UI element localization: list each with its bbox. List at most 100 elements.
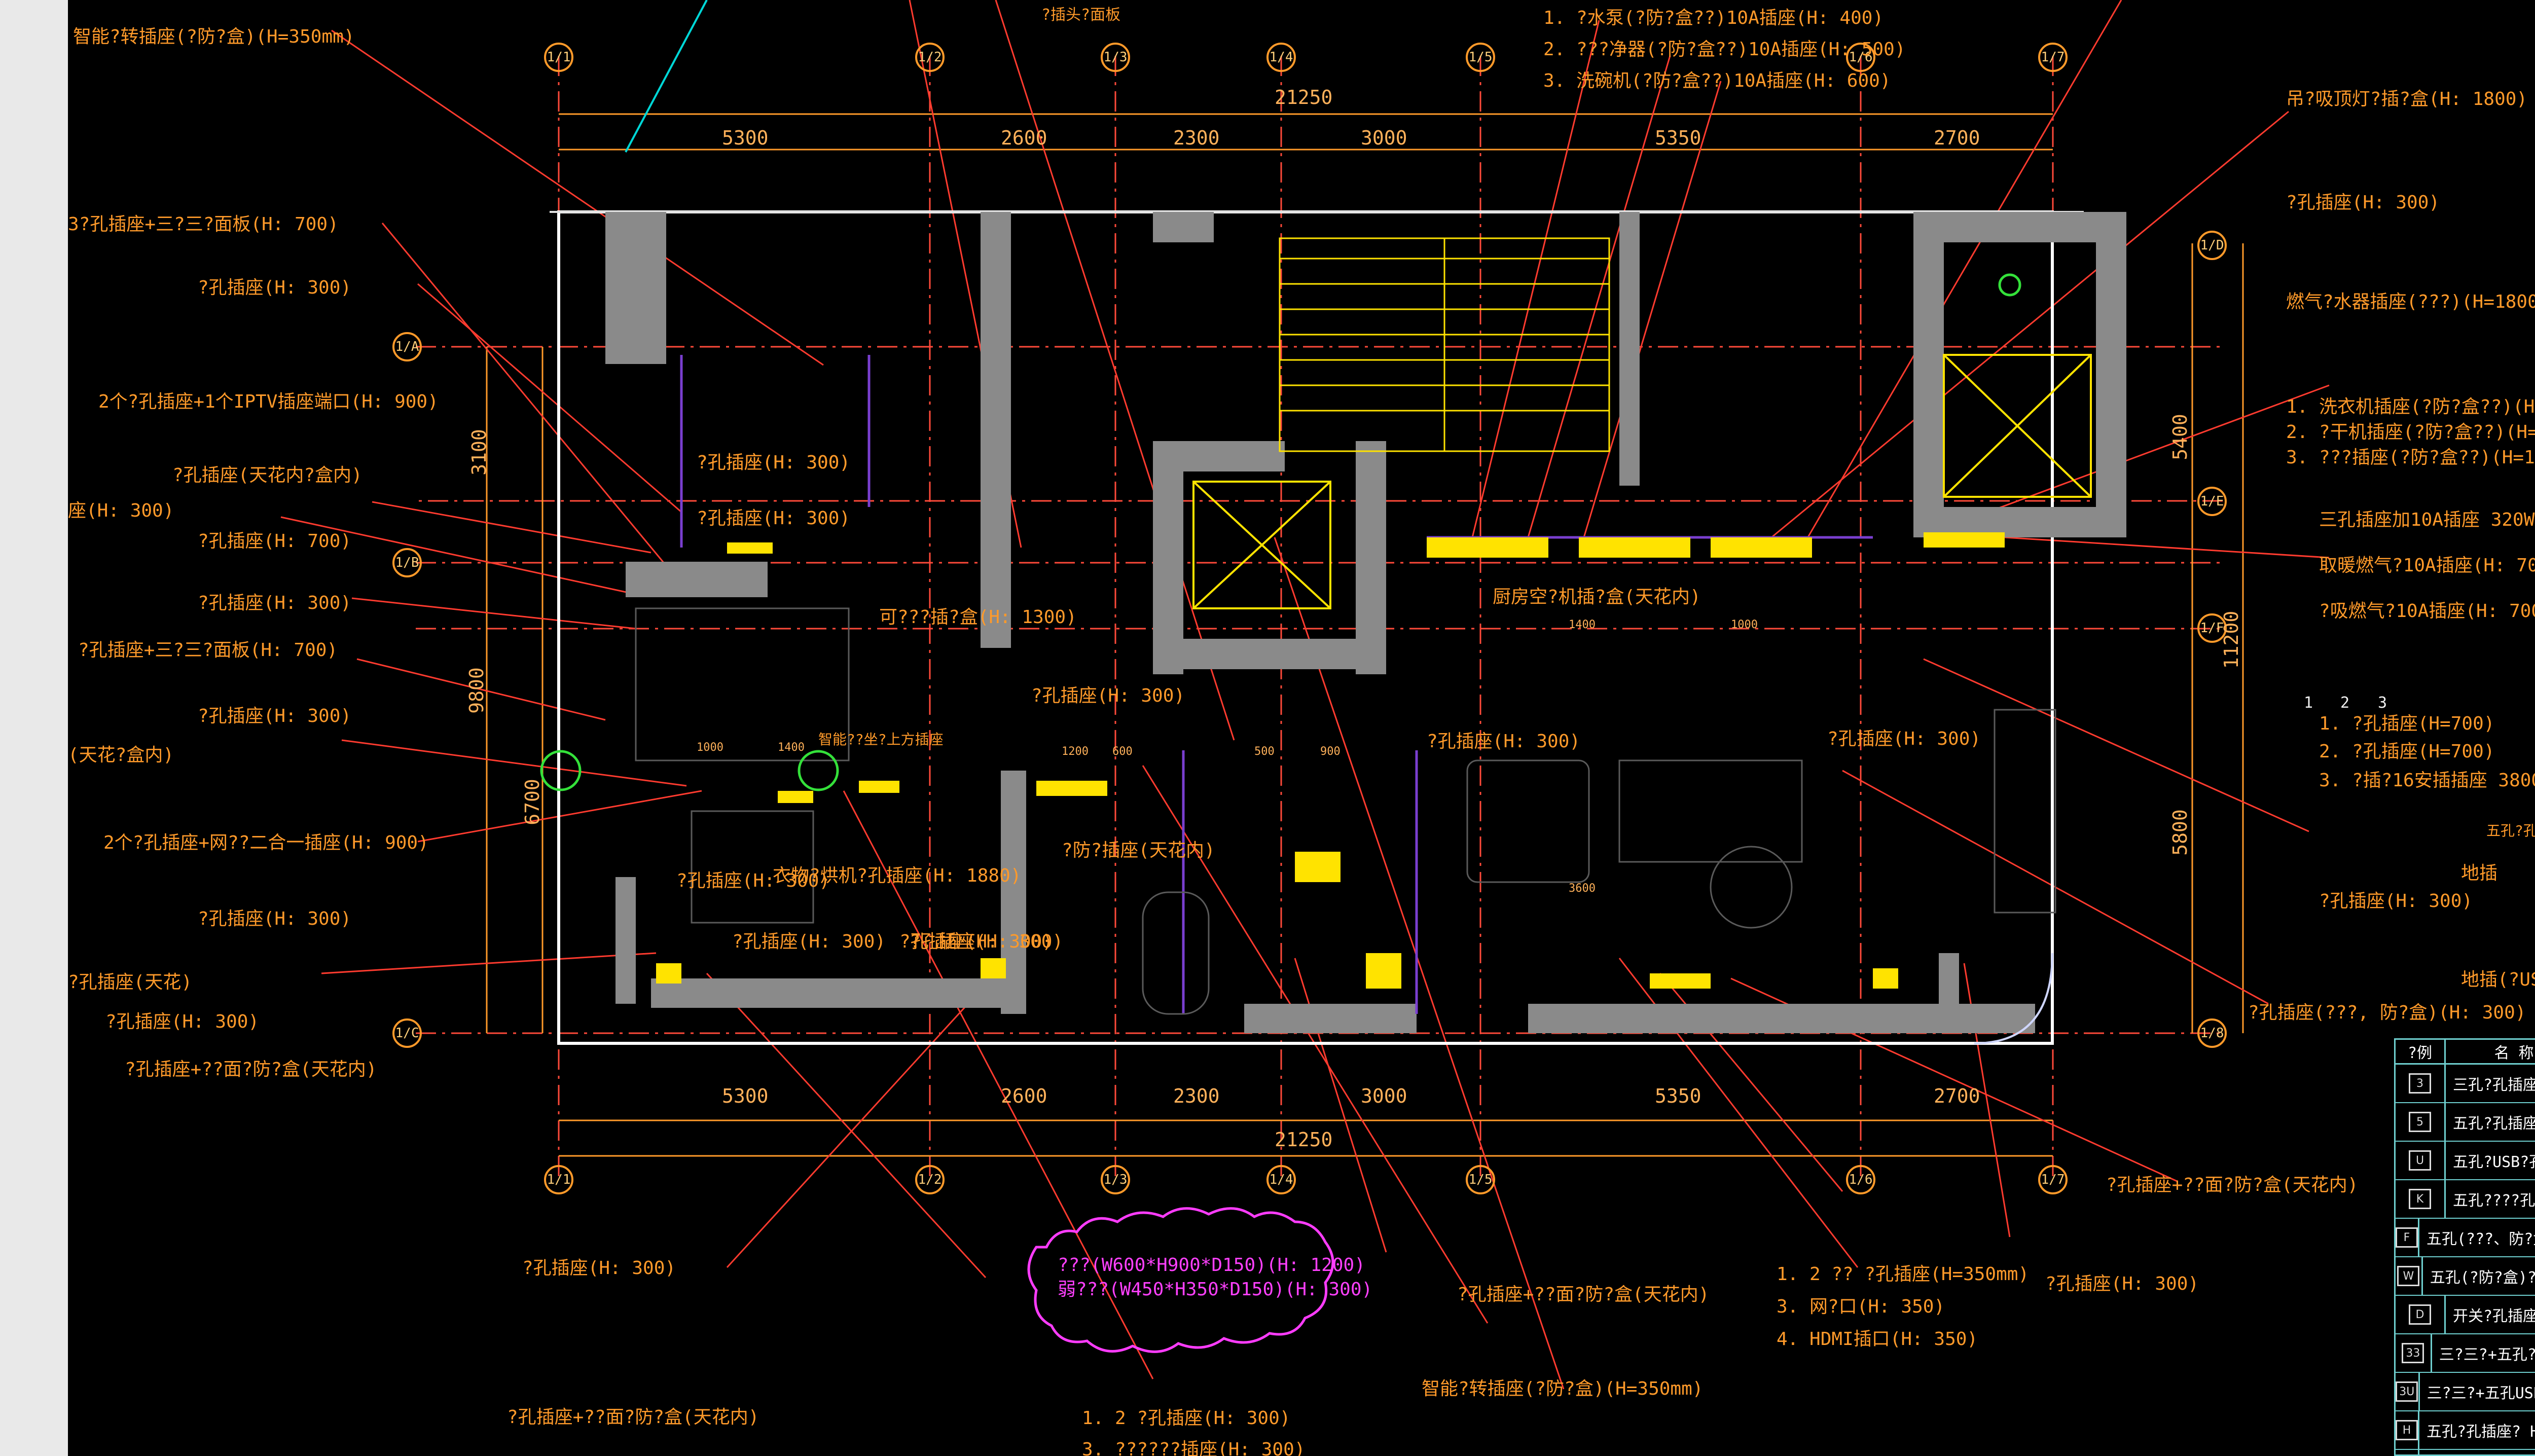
dim-bottom-4: 3000: [1361, 1085, 1407, 1107]
legend-name: 五孔(???、防?盒)?孔插: [2427, 1230, 2535, 1248]
left-label-5: ?孔插座(天花内?盒内): [172, 465, 363, 486]
right-label-9: ?吸燃气?10A插座(H: 700): [2319, 601, 2535, 622]
legend-name: 三?三?+五孔?孔插座: [2439, 1346, 2535, 1364]
right-label-6: 3. ???插座(?防?盒??)(H=1100mm): [2286, 447, 2535, 468]
top-label-4: 3. 洗碗机(?防?盒??)10A插座(H: 600): [1543, 70, 1891, 91]
legend-symbol-cell: W: [2396, 1257, 2423, 1295]
top-label-3: 2. ???净器(?防?盒??)10A插座(H: 500): [1543, 39, 1906, 60]
legend-header-name: 名 称: [2494, 1044, 2534, 1062]
legend-name: 五孔?孔插座: [2453, 1115, 2535, 1133]
outlet-symbol-icon: 3: [2409, 1073, 2431, 1094]
outlet-symbol-icon: 33: [2402, 1343, 2424, 1363]
dim-right-3: 5800: [2168, 809, 2191, 856]
right-label-1: 吊?吸顶灯?插?盒(H: 1800): [2286, 89, 2528, 110]
dim-top-2: 2600: [1001, 127, 1047, 149]
dim-inner-1: 1400: [778, 741, 805, 754]
grid-bubble-1-d: 1/D: [2197, 231, 2227, 260]
dim-top-6: 2700: [1934, 127, 1980, 149]
bottom-label-7: 3. ??????插座(H: 300): [1082, 1439, 1306, 1456]
right-label-11: 2. ?孔插座(H=700): [2319, 741, 2495, 762]
dim-inner-5: 600: [1112, 745, 1133, 758]
right-label-18: ?孔插座+??面?防?盒(天花内): [2106, 1175, 2359, 1195]
dim-bottom-1: 5300: [722, 1085, 769, 1107]
bottom-label-3: 弱???(W450*H350*D150)(H: 300): [1058, 1279, 1373, 1300]
right-label-12: 3. ?插?16安插插座 3800W(H=700): [2319, 770, 2535, 791]
legend-row: 5 五孔?孔插座: [2396, 1103, 2535, 1142]
right-label-4: 1. 洗衣机插座(?防?盒??)(H=1100mm): [2286, 396, 2535, 417]
bottom-label-4: ?孔插座+??面?防?盒(天花内): [1457, 1284, 1710, 1305]
grid-bubble-1-1-bottom: 1/1: [544, 1165, 573, 1194]
dim-top-3: 2300: [1173, 127, 1220, 149]
top-label-2: 1. ?水泵(?防?盒??)10A插座(H: 400): [1543, 8, 1884, 28]
bottom-label-5: ?孔插座+??面?防?盒(天花内): [507, 1407, 759, 1428]
right-label-19: ?孔插座(H: 300): [2045, 1273, 2199, 1294]
left-label-4: 2个?孔插座+1个IPTV插座端口(H: 900): [98, 391, 439, 412]
grid-bubble-1-5: 1/5: [1466, 43, 1495, 72]
room-label-6: 厨房空?机插?盒(天花内): [1493, 587, 1701, 607]
dim-left-2: 9800: [465, 667, 488, 714]
legend-name: 五孔(?防?盒)?孔插座: [2430, 1269, 2535, 1287]
grid-bubble-1-e: 1/E: [2197, 487, 2227, 516]
left-label-14: ?孔插座(H: 300): [198, 908, 352, 929]
right-label-7: 三孔插座加10A插座 320W(H: 2300): [2319, 509, 2535, 530]
grid-bubble-1-c: 1/C: [392, 1018, 422, 1048]
legend-symbol-cell: I: [2396, 1450, 2419, 1456]
grid-bubble-1-2: 1/2: [915, 43, 945, 72]
right-label-3: 燃气?水器插座(???)(H=1800mm): [2286, 292, 2535, 312]
grid-bubble-1-6-bottom: 1/6: [1846, 1165, 1875, 1194]
legend-symbol-cell: 3: [2396, 1065, 2446, 1102]
bottom-label-8: 智能?转插座(?防?盒)(H=350mm): [1422, 1378, 1704, 1399]
callout-number-1: 1: [2304, 694, 2313, 712]
bottom-label-2: ???(W600*H900*D150)(H: 1200): [1058, 1255, 1365, 1276]
legend-row: 3U三?三?+五孔USB?孔插: [2396, 1373, 2535, 1411]
dim-bottom-total: 21250: [1275, 1129, 1333, 1151]
leader-lines: [280, 0, 2330, 1390]
outlet-symbol-icon: K: [2409, 1189, 2431, 1209]
dim-inner-6: 500: [1254, 745, 1275, 758]
room-label-7: ?孔插座(H: 300): [732, 931, 886, 952]
room-label-3: ?孔插座(H: 300): [1031, 685, 1185, 706]
grid-bubble-1-4: 1/4: [1266, 43, 1296, 72]
left-label-11: ?孔插座(H: 300): [198, 706, 352, 726]
dim-inner-3: 1200: [1062, 745, 1089, 758]
left-label-2: 3?孔插座+三?三?面板(H: 700): [68, 214, 339, 235]
legend-symbol-cell: 5: [2396, 1103, 2446, 1141]
bottom-label-10: 3. 网?口(H: 350): [1777, 1296, 1945, 1317]
left-label-8: ?孔插座(H: 700): [198, 531, 352, 552]
right-label-16: 地插(?USB): [2461, 969, 2535, 990]
room-label-13: ?孔插座(H: 300): [910, 931, 1064, 952]
legend-symbol-cell: H: [2396, 1411, 2419, 1449]
legend-row: K五孔????孔插座: [2396, 1180, 2535, 1219]
top-label-1: ?插头?面板: [1041, 6, 1121, 24]
legend-row: I?个五孔?孔插座? IPTV插: [2396, 1450, 2535, 1456]
revision-cloud: [1027, 1207, 1334, 1353]
legend-row: F五孔(???、防?盒)?孔插: [2396, 1219, 2535, 1257]
right-label-8: 取暖燃气?10A插座(H: 700): [2319, 555, 2535, 576]
bottom-label-6: 1. 2 ?孔插座(H: 300): [1082, 1408, 1291, 1429]
left-label-3: ?孔插座(H: 300): [198, 277, 352, 298]
grid-bubble-1-f: 1/F: [2197, 613, 2227, 643]
left-label-1: 智能?转插座(?防?盒)(H=350mm): [73, 26, 355, 47]
left-label-7: 座(H: 300): [68, 500, 174, 521]
legend-row: W 五孔(?防?盒)?孔插座: [2396, 1257, 2535, 1296]
left-label-9: ?孔插座(H: 300): [198, 593, 352, 613]
room-label-5: 可???插?盒(H: 1300): [879, 607, 1077, 628]
dim-bottom-5: 5350: [1655, 1085, 1701, 1107]
legend-row: U五孔?USB?孔插座: [2396, 1142, 2535, 1180]
right-label-2: ?孔插座(H: 300): [2286, 192, 2440, 213]
room-label-2: ?孔插座(H: 300): [697, 508, 851, 529]
grid-bubble-1-3-bottom: 1/3: [1101, 1165, 1130, 1194]
legend-symbol-cell: 3U: [2396, 1373, 2420, 1410]
symbol-legend-table: ?例 名 称 3三孔?孔插座5五孔?孔插座U五孔?USB?孔插座K五孔????孔…: [2394, 1038, 2535, 1456]
left-label-6: ?孔插座(H: 300): [697, 452, 851, 473]
right-label-17: ?孔插座(???, 防?盒)(H: 300): [2248, 1002, 2526, 1023]
legend-row: 33 三?三?+五孔?孔插座: [2396, 1334, 2535, 1373]
grid-bubble-1-6: 1/6: [1846, 43, 1875, 72]
dim-bottom-3: 2300: [1173, 1085, 1220, 1107]
legend-header: ?例 名 称: [2396, 1040, 2535, 1065]
dimension-lines: [486, 113, 2244, 1157]
legend-symbol-cell: 33: [2396, 1334, 2432, 1372]
dim-inner-9: 1000: [1731, 618, 1758, 631]
dim-bottom-6: 2700: [1934, 1085, 1980, 1107]
dim-left-3: 6700: [521, 779, 544, 825]
